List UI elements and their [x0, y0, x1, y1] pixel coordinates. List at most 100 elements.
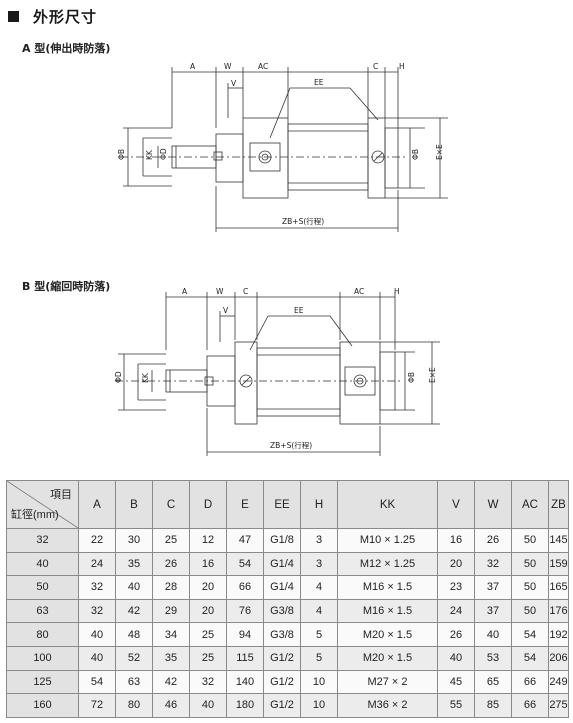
- label-v: V: [231, 79, 237, 88]
- table-cell: 29: [152, 598, 190, 624]
- table-cell: 50: [511, 598, 549, 624]
- label-phi-d: ΦD: [159, 148, 168, 160]
- table-cell: 54: [226, 551, 264, 577]
- table-cell: 22: [78, 528, 116, 553]
- table-cell: 76: [226, 598, 264, 624]
- table-cell: 32: [189, 669, 227, 695]
- column-header: C: [152, 480, 190, 529]
- table-cell: 140: [226, 669, 264, 695]
- table-cell: 94: [226, 622, 264, 647]
- table-cell-bore: 125: [6, 669, 79, 695]
- column-header: ZB: [548, 480, 569, 529]
- label-a: A: [190, 62, 196, 71]
- table-cell-bore: 40: [6, 551, 79, 577]
- table-cell: G1/2: [263, 645, 301, 671]
- table-cell: 26: [437, 622, 475, 647]
- table-cell: 249: [548, 669, 569, 695]
- table-cell: G1/8: [263, 528, 301, 553]
- label-phi-b-right: ΦB: [411, 149, 420, 160]
- table-cell: 40: [78, 645, 116, 671]
- table-cell: G3/8: [263, 622, 301, 647]
- label-a: A: [182, 287, 188, 296]
- table-cell-bore: 160: [6, 693, 79, 718]
- table-cell-bore: 100: [6, 645, 79, 671]
- table-cell: 35: [115, 551, 153, 577]
- table-cell: 145: [548, 528, 569, 553]
- table-cell: 42: [115, 598, 153, 624]
- label-v: V: [223, 306, 229, 315]
- label-h: H: [394, 287, 400, 296]
- table-cell: 12: [189, 528, 227, 553]
- table-cell: 24: [437, 598, 475, 624]
- table-cell: G1/4: [263, 551, 301, 577]
- table-cell: 37: [474, 575, 512, 600]
- table-cell: 3: [300, 551, 338, 577]
- column-header: A: [78, 480, 116, 529]
- column-header: KK: [337, 480, 438, 529]
- table-cell: M20 × 1.5: [337, 645, 438, 671]
- table-cell: 66: [511, 693, 549, 718]
- page-title-text: 外形尺寸: [33, 7, 98, 26]
- table-cell: 5: [300, 622, 338, 647]
- table-cell-bore: 50: [6, 575, 79, 600]
- label-zb: ZB+S(行程): [282, 216, 324, 226]
- table-cell: 3: [300, 528, 338, 553]
- table-cell: 20: [189, 598, 227, 624]
- label-e-e: E×E: [435, 144, 444, 160]
- table-cell: M20 × 1.5: [337, 622, 438, 647]
- table-cell: 20: [437, 551, 475, 577]
- spec-table: 項目 缸徑(mm) A B C D E EE H KK V W AC ZB 32…: [6, 480, 569, 718]
- table-cell-bore: 80: [6, 622, 79, 647]
- table-cell-bore: 32: [6, 528, 79, 553]
- column-header: B: [115, 480, 153, 529]
- table-cell: 10: [300, 693, 338, 718]
- table-cell: 28: [152, 575, 190, 600]
- table-cell: 66: [511, 669, 549, 695]
- table-cell: 50: [511, 551, 549, 577]
- corner-label-items: 項目: [50, 489, 72, 501]
- table-cell: 40: [474, 622, 512, 647]
- label-kk: KK: [145, 149, 154, 160]
- table-cell: G1/2: [263, 693, 301, 718]
- label-w: W: [224, 62, 232, 71]
- column-header: AC: [511, 480, 549, 529]
- table-cell: G1/2: [263, 669, 301, 695]
- table-cell: 192: [548, 622, 569, 647]
- table-cell: 53: [474, 645, 512, 671]
- section-a-heading: A 型(伸出時防落): [22, 42, 111, 55]
- table-cell: 52: [115, 645, 153, 671]
- column-header: H: [300, 480, 338, 529]
- table-cell: 34: [152, 622, 190, 647]
- table-cell: 45: [437, 669, 475, 695]
- section-b-heading: B 型(縮回時防落): [22, 280, 111, 293]
- table-cell: 25: [189, 622, 227, 647]
- table-cell: 66: [226, 575, 264, 600]
- table-cell: M10 × 1.25: [337, 528, 438, 553]
- table-cell: 32: [78, 575, 116, 600]
- drawing-type-a: A W AC C H V EE ΦB KK ΦD ΦB E×E ZB+S(行程): [117, 62, 448, 232]
- table-header-row: 項目 缸徑(mm) A B C D E EE H KK V W AC ZB: [6, 480, 569, 529]
- table-cell: 32: [474, 551, 512, 577]
- table-cell: 65: [474, 669, 512, 695]
- table-cell: 37: [474, 598, 512, 624]
- label-phi-b: ΦB: [117, 149, 126, 160]
- page-title: 外形尺寸: [8, 6, 97, 26]
- table-cell: M27 × 2: [337, 669, 438, 695]
- table-cell: 25: [152, 528, 190, 553]
- table-cell: 25: [189, 645, 227, 671]
- table-cell: G3/8: [263, 598, 301, 624]
- column-header: EE: [263, 480, 301, 529]
- table-cell: 47: [226, 528, 264, 553]
- table-cell: 20: [189, 575, 227, 600]
- table-cell: 48: [115, 622, 153, 647]
- table-cell: 50: [511, 575, 549, 600]
- table-cell: 40: [78, 622, 116, 647]
- label-c: C: [243, 287, 248, 296]
